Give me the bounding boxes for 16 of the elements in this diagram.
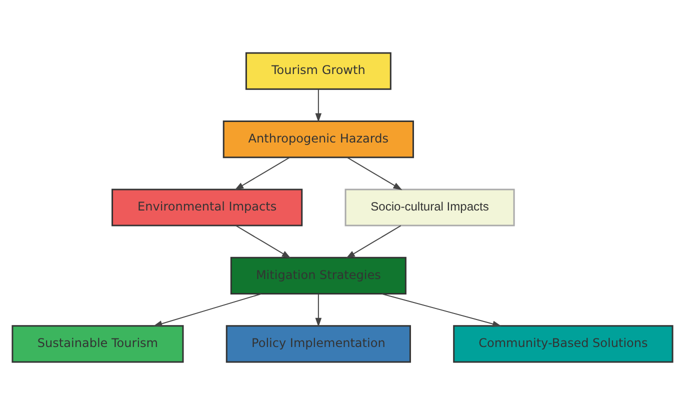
node-box: Socio-cultural Impacts	[344, 188, 515, 226]
node-box: Community-Based Solutions	[453, 325, 674, 363]
arrow	[315, 294, 322, 327]
node-box: Sustainable Tourism	[12, 325, 184, 363]
node-box: Policy Implementation	[226, 325, 411, 363]
arrow	[347, 157, 402, 190]
arrow	[315, 89, 322, 122]
arrow	[382, 293, 502, 327]
node-box: Tourism Growth	[245, 52, 392, 90]
arrow	[234, 157, 290, 190]
arrow	[153, 293, 262, 327]
node-box: Mitigation Strategies	[230, 256, 406, 295]
node-box: Anthropogenic Hazards	[222, 120, 414, 158]
arrow	[236, 225, 291, 258]
node-box: Environmental Impacts	[112, 188, 303, 226]
arrow	[346, 225, 402, 258]
